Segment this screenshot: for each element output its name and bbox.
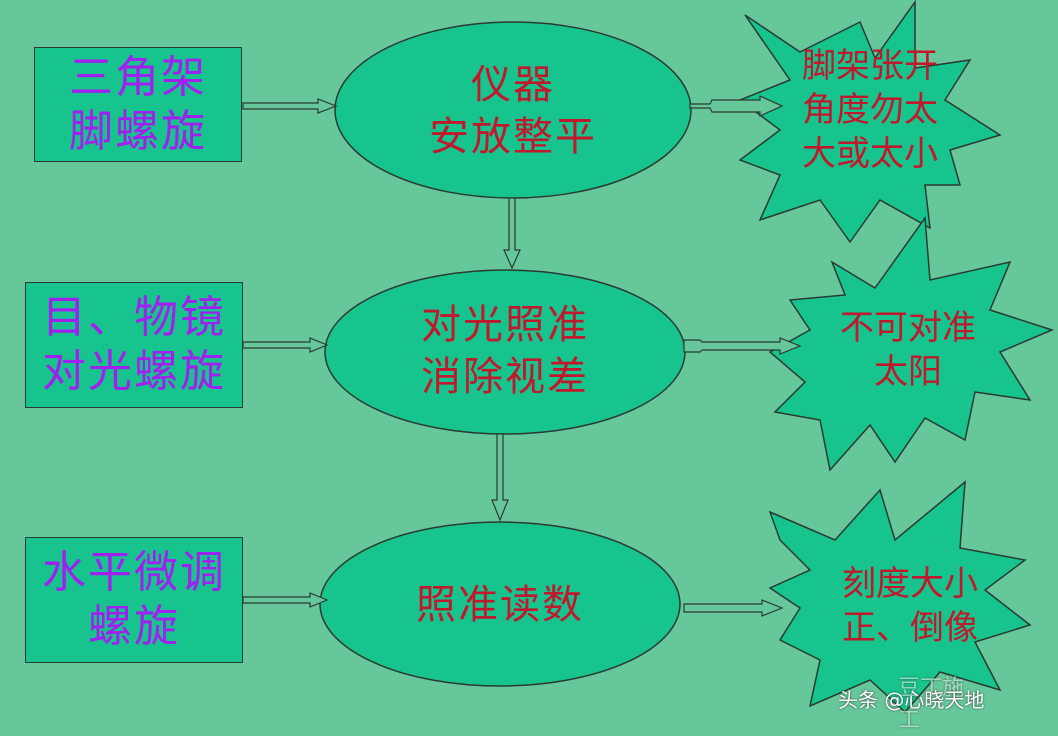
step-1-line-1: 仪器	[471, 62, 555, 108]
input-box-1-line-1: 三角架	[69, 51, 207, 103]
note-2-line-2: 太阳	[874, 352, 942, 392]
step-1-line-2: 安放整平	[429, 114, 597, 160]
step-2-label: 对光照准 消除视差	[375, 298, 635, 404]
arrow-box3-to-step3	[242, 592, 329, 608]
arrow-step1-to-step2	[503, 197, 521, 270]
note-1-line-3: 大或太小	[802, 134, 938, 174]
note-1-line-1: 脚架张开	[802, 46, 938, 86]
note-1-line-2: 角度勿太	[802, 90, 938, 130]
arrow-step1-to-note1	[689, 95, 784, 117]
input-box-2: 目、物镜 对光螺旋	[25, 282, 243, 408]
step-2-line-1: 对光照准	[421, 302, 589, 348]
step-1-label: 仪器 安放整平	[380, 58, 646, 164]
step-2-line-2: 消除视差	[421, 354, 589, 400]
input-box-3-line-1: 水平微调	[42, 547, 226, 598]
step-3-line-1: 照准读数	[416, 582, 584, 628]
note-2-line-1: 不可对准	[840, 308, 976, 348]
arrow-box1-to-step1	[242, 98, 338, 114]
arrow-step2-to-step3	[491, 433, 509, 522]
note-3-label: 刻度大小 正、倒像	[815, 560, 1005, 652]
input-box-2-line-2: 对光螺旋	[42, 346, 226, 397]
note-star-1	[738, 0, 1002, 244]
input-box-1: 三角架 脚螺旋	[34, 47, 242, 162]
note-star-3	[768, 480, 1032, 714]
watermark: 豆丁施工 头条 @心晓天地	[838, 676, 985, 733]
note-2-label: 不可对准 太阳	[818, 304, 998, 396]
arrow-step2-to-note2	[683, 337, 802, 355]
note-3-line-1: 刻度大小	[842, 564, 978, 604]
step-ellipse-3	[319, 521, 681, 687]
input-box-2-line-1: 目、物镜	[42, 292, 226, 343]
watermark-faint-text: 豆丁施工	[898, 676, 965, 733]
arrow-box2-to-step2	[242, 337, 329, 353]
note-3-line-2: 正、倒像	[842, 608, 978, 648]
step-3-label: 照准读数	[370, 575, 630, 635]
input-box-3-line-2: 螺旋	[88, 601, 180, 652]
input-box-1-line-2: 脚螺旋	[69, 105, 207, 157]
watermark-main-text: 头条 @心晓天地	[838, 688, 985, 712]
input-box-3: 水平微调 螺旋	[25, 537, 243, 663]
arrow-step3-to-note3	[683, 599, 784, 617]
note-1-label: 脚架张开 角度勿太 大或太小	[780, 42, 960, 178]
